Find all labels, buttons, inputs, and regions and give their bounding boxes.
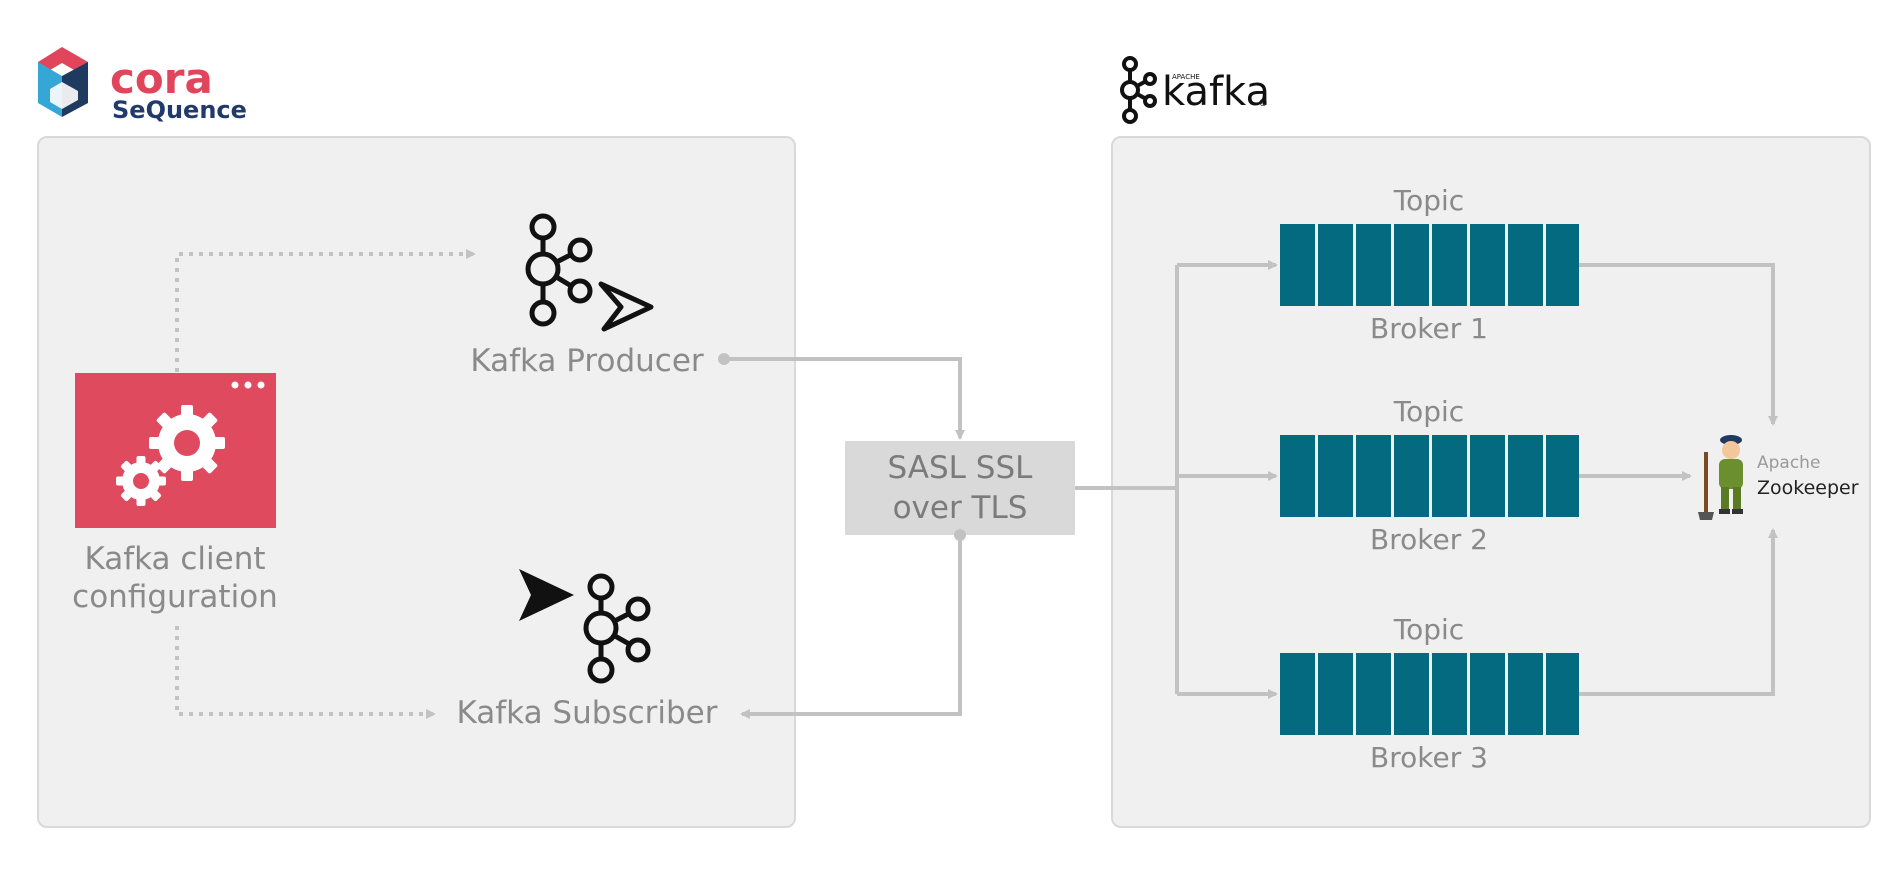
- kafka-subscriber-icon: [583, 573, 651, 684]
- cora-logo-icon: [38, 47, 88, 117]
- kafka-logo-apache: APACHE: [1172, 73, 1200, 81]
- kafka-client-config-box: [75, 373, 276, 528]
- broker-1: Topic Broker 1: [1280, 184, 1579, 345]
- broker-3-partitions: [1280, 653, 1579, 735]
- apache-kafka-logo: APACHE kafka ®: [1120, 56, 1270, 124]
- broker-2-partitions: [1280, 435, 1579, 517]
- broker-1-topic-label: Topic: [1393, 184, 1464, 217]
- zookeeper-apache-label: Apache: [1757, 453, 1820, 473]
- send-outline-icon: [598, 281, 654, 332]
- sasl-label-line2: over TLS: [893, 490, 1028, 526]
- broker-2-name: Broker 2: [1370, 523, 1488, 556]
- gears-icon: [116, 405, 225, 506]
- zookeeper-name-label: Zookeeper: [1757, 477, 1859, 499]
- broker-2: Topic Broker 2: [1280, 395, 1579, 556]
- producer-to-sasl-connector: [724, 357, 965, 440]
- broker-3: Topic Broker 3: [1280, 613, 1579, 774]
- cora-logo-word: cora: [110, 54, 213, 103]
- broker-3-topic-label: Topic: [1393, 613, 1464, 646]
- kafka-subscriber-label: Kafka Subscriber: [456, 695, 717, 731]
- send-filled-icon: [519, 569, 574, 621]
- kafka-client-label-line1: Kafka client: [84, 541, 265, 577]
- cora-logo-subtitle: SeQuence: [112, 96, 247, 124]
- broker-2-topic-label: Topic: [1393, 395, 1464, 428]
- kafka-logo-registered: ®: [1258, 98, 1268, 109]
- kafka-producer-icon: [525, 213, 593, 327]
- cora-sequence-logo: cora SeQuence: [38, 47, 247, 124]
- broker-3-name: Broker 3: [1370, 741, 1488, 774]
- zookeeper-keeper-icon: [1698, 435, 1743, 520]
- broker-1-to-zookeeper-connector: [1579, 263, 1778, 426]
- cora-panel: [37, 136, 796, 828]
- kafka-client-label-line2: configuration: [72, 579, 278, 615]
- sasl-ssl-box: [845, 441, 1075, 535]
- sasl-to-subscriber-connector: [740, 535, 962, 719]
- kafka-logo-icon: [1120, 56, 1157, 124]
- kafka-producer-label: Kafka Producer: [470, 343, 704, 379]
- broker-1-partitions: [1280, 224, 1579, 306]
- window-dots-icon: [231, 381, 265, 389]
- kafka-logo-word: kafka: [1162, 69, 1270, 115]
- broker-1-name: Broker 1: [1370, 312, 1488, 345]
- broker-3-to-zookeeper-connector: [1579, 528, 1778, 696]
- sasl-label-line1: SASL SSL: [888, 450, 1034, 486]
